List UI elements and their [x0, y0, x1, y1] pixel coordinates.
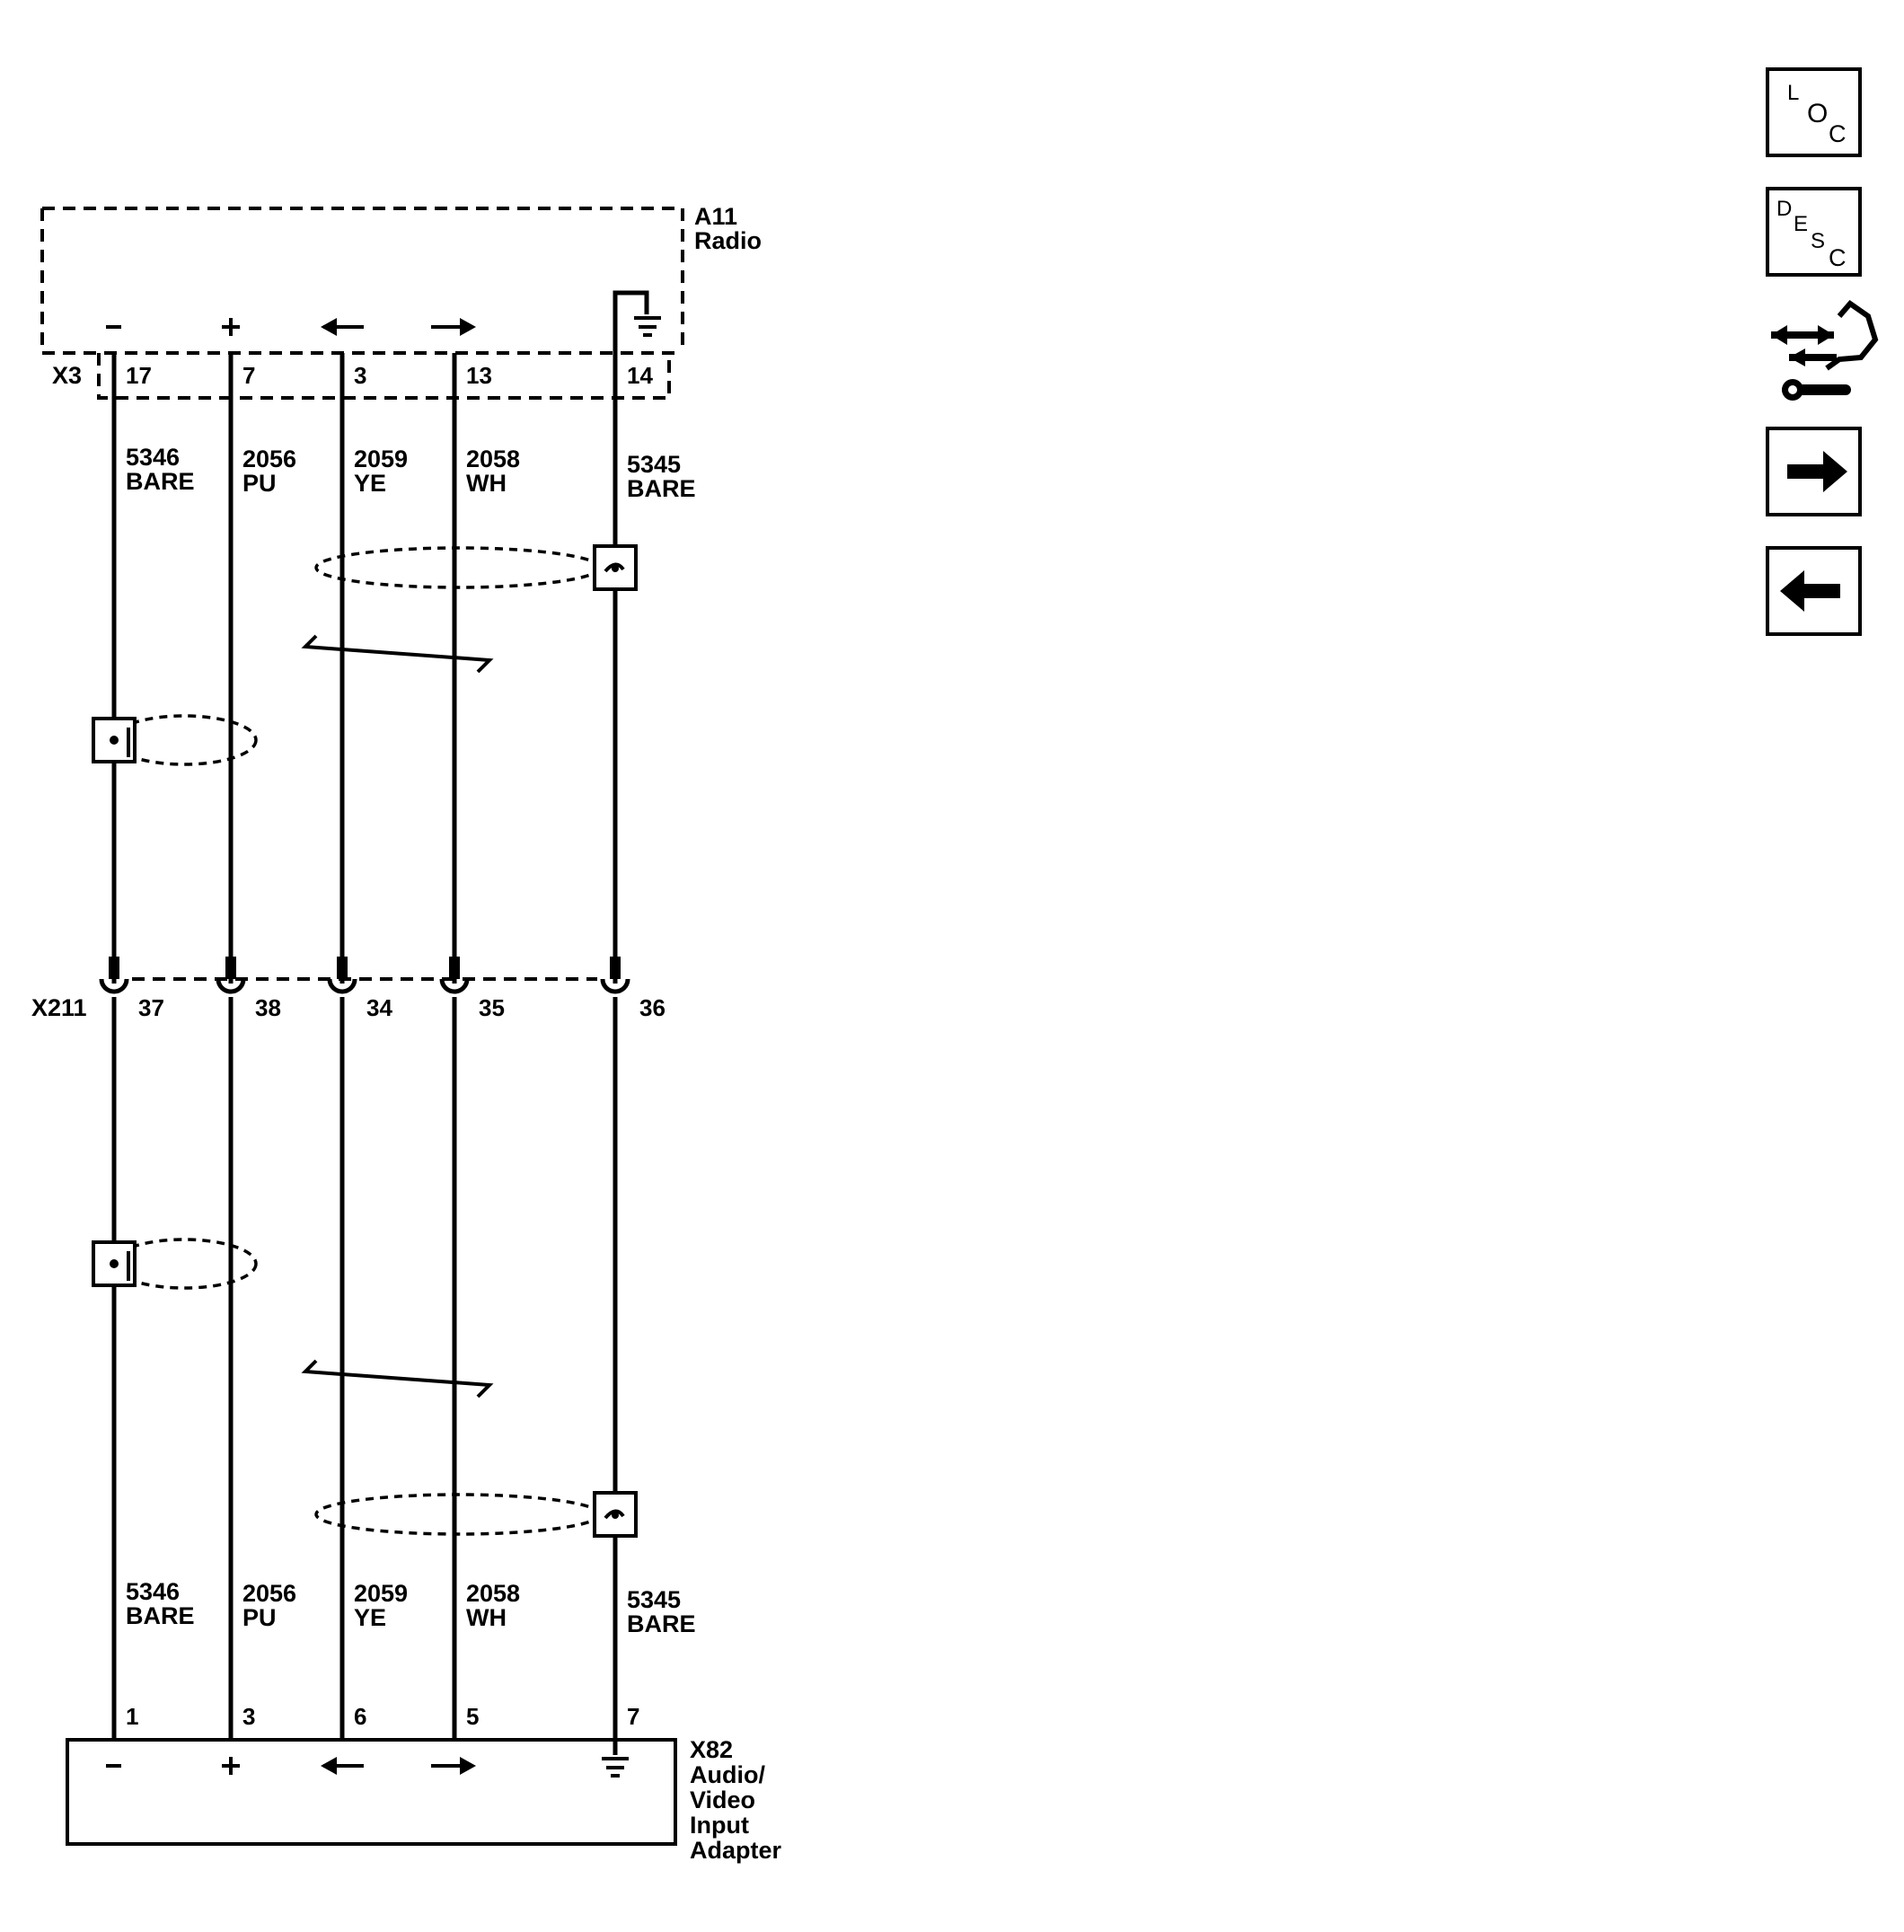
wire-color: BARE	[627, 1610, 696, 1637]
inline-connector-id: X211	[31, 994, 87, 1021]
pin-label: 7	[242, 362, 255, 389]
pin-label: 6	[354, 1703, 366, 1730]
radio-module: A11 Radio X3	[40, 203, 762, 400]
pin-label: 35	[479, 994, 505, 1021]
wire-color: BARE	[126, 468, 195, 495]
next-button[interactable]	[1766, 427, 1862, 516]
circuit-number: 5345	[627, 451, 681, 478]
circuit-number: 2059	[354, 1580, 408, 1607]
pin-label: 14	[627, 362, 653, 389]
adapter-name: Adapter	[690, 1837, 782, 1864]
previous-button[interactable]	[1766, 546, 1862, 636]
adapter-box	[66, 1738, 677, 1846]
wire-color: PU	[242, 1604, 277, 1631]
pin-label: 36	[639, 994, 666, 1021]
ground-icon	[634, 316, 661, 337]
circuit-number: 2058	[466, 446, 520, 472]
shield-ellipse	[314, 1493, 602, 1536]
pin-label: 34	[366, 994, 392, 1021]
ground-lead	[613, 290, 649, 353]
drain-tap	[604, 1509, 625, 1520]
loc-icon	[1766, 67, 1862, 157]
circuit-number: 5346	[126, 444, 180, 471]
wire-color: BARE	[126, 1602, 195, 1629]
svg-text:C: C	[1829, 244, 1847, 271]
pin-label: 1	[126, 1703, 138, 1730]
radio-pin-symbols	[106, 290, 661, 353]
wire-color: YE	[354, 470, 386, 497]
shield-ellipse	[314, 546, 602, 589]
circuit-number: 2058	[466, 1580, 520, 1607]
svg-text:D: D	[1776, 197, 1792, 221]
wire-color: YE	[354, 1604, 386, 1631]
connector-wrench-icon	[1771, 299, 1879, 401]
svg-text:C: C	[1829, 120, 1847, 147]
lower-circuit-labels: 5346 BARE 2056 PU 2059 YE 2058 WH 5345 B…	[126, 1578, 696, 1637]
pin-label: 17	[126, 362, 152, 389]
circuit-number: 5345	[627, 1586, 681, 1613]
adapter-id: X82	[690, 1736, 733, 1763]
wire-color: BARE	[627, 475, 696, 502]
radio-name: Radio	[694, 227, 762, 254]
pin-label: 5	[466, 1703, 479, 1730]
upper-shielding	[92, 544, 638, 766]
desc-button[interactable]: D E S C	[1766, 187, 1862, 277]
av-input-adapter: 1 3 6 5 7 X82 Audio/ Video Input Adapter	[66, 1703, 782, 1864]
lower-shielding	[92, 1238, 638, 1538]
connector-end-view-button[interactable]	[1771, 299, 1879, 401]
terminals	[99, 957, 630, 994]
pin-label: 13	[466, 362, 492, 389]
radio-connector: X3	[52, 362, 82, 389]
pin-label: 3	[354, 362, 366, 389]
svg-text:O: O	[1807, 99, 1828, 128]
adapter-name: Input	[690, 1812, 749, 1839]
desc-icon	[1766, 187, 1862, 277]
circuit-number: 2056	[242, 446, 296, 472]
side-nav: L O C D E S C	[1766, 67, 1879, 636]
wire-runs	[111, 353, 618, 1740]
adapter-name: Audio/	[690, 1761, 765, 1788]
upper-circuit-labels: 5346 BARE 2056 PU 2059 YE 2058 WH 5345 B…	[126, 444, 696, 502]
drain-tap	[604, 562, 625, 573]
radio-pins: 17 7 3 13 14	[126, 362, 653, 389]
arrow-right-icon	[1787, 451, 1847, 492]
radio-id: A11	[694, 203, 737, 230]
plus-symbol	[222, 1757, 240, 1775]
circuit-number: 5346	[126, 1578, 180, 1605]
plus-symbol	[222, 318, 240, 336]
wire-color: PU	[242, 470, 277, 497]
loc-button[interactable]: L O C	[1766, 67, 1862, 157]
adapter-name: Video	[690, 1786, 755, 1813]
pin-label: 7	[627, 1703, 639, 1730]
pin-label: 3	[242, 1703, 255, 1730]
circuit-number: 2056	[242, 1580, 296, 1607]
inline-connector: X211 37 38 34 35 36	[31, 957, 666, 1021]
twisted-pair-symbol	[301, 1359, 494, 1398]
pin-label: 38	[255, 994, 281, 1021]
svg-text:E: E	[1794, 212, 1808, 236]
twisted-pair-symbol	[301, 634, 494, 674]
circuit-number: 2059	[354, 446, 408, 472]
arrow-left-icon	[1780, 570, 1840, 612]
ground-icon	[602, 1757, 629, 1778]
wire-color: WH	[466, 1604, 507, 1631]
svg-text:S: S	[1811, 229, 1825, 253]
svg-text:L: L	[1787, 81, 1799, 105]
pin-label: 37	[138, 994, 164, 1021]
wire-color: WH	[466, 470, 507, 497]
